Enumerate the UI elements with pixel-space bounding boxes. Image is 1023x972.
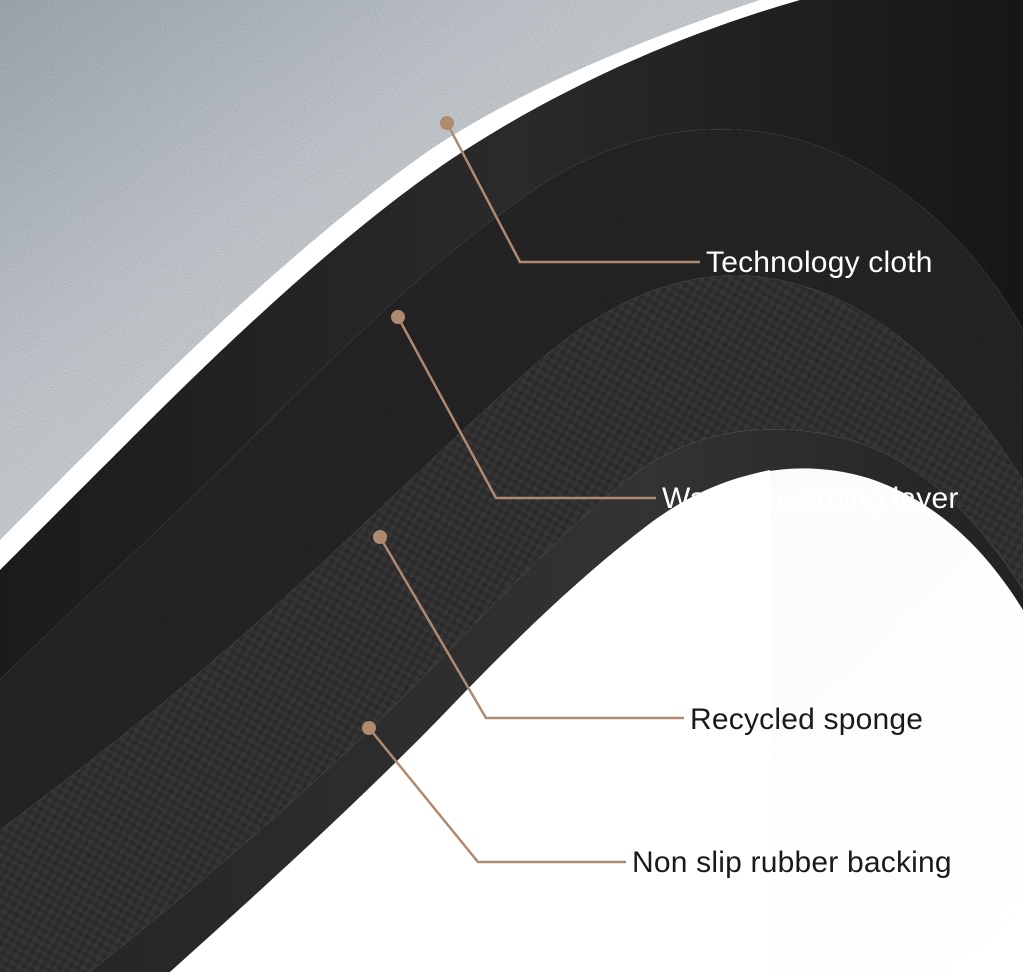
cloth-texture	[0, 0, 760, 540]
leader-water-absorbing-layer-dot	[391, 310, 405, 324]
label-non-slip-rubber-backing: Non slip rubber backing	[632, 846, 952, 879]
water-absorbing-texture	[0, 129, 1023, 830]
leader-technology-cloth-dot	[440, 116, 454, 130]
leader-recycled-sponge	[378, 536, 684, 720]
leader-recycled-sponge-dot	[373, 530, 387, 544]
non-slip-rubber-layer	[90, 429, 1023, 972]
leader-lines	[362, 116, 700, 864]
label-technology-cloth: Technology cloth	[706, 246, 933, 279]
recycled-sponge-layer	[0, 275, 1023, 972]
leader-non-slip-rubber-backing-dot	[362, 721, 376, 735]
leader-technology-cloth	[445, 122, 700, 264]
technology-cloth-rim	[0, 0, 1023, 680]
label-recycled-sponge: Recycled sponge	[690, 703, 924, 736]
label-water-absorbing-layer: Water absorbing layer	[662, 482, 959, 515]
leader-water-absorbing-layer	[396, 316, 656, 500]
floor-shadow-area	[170, 470, 770, 972]
leader-non-slip-rubber-backing	[368, 727, 626, 864]
